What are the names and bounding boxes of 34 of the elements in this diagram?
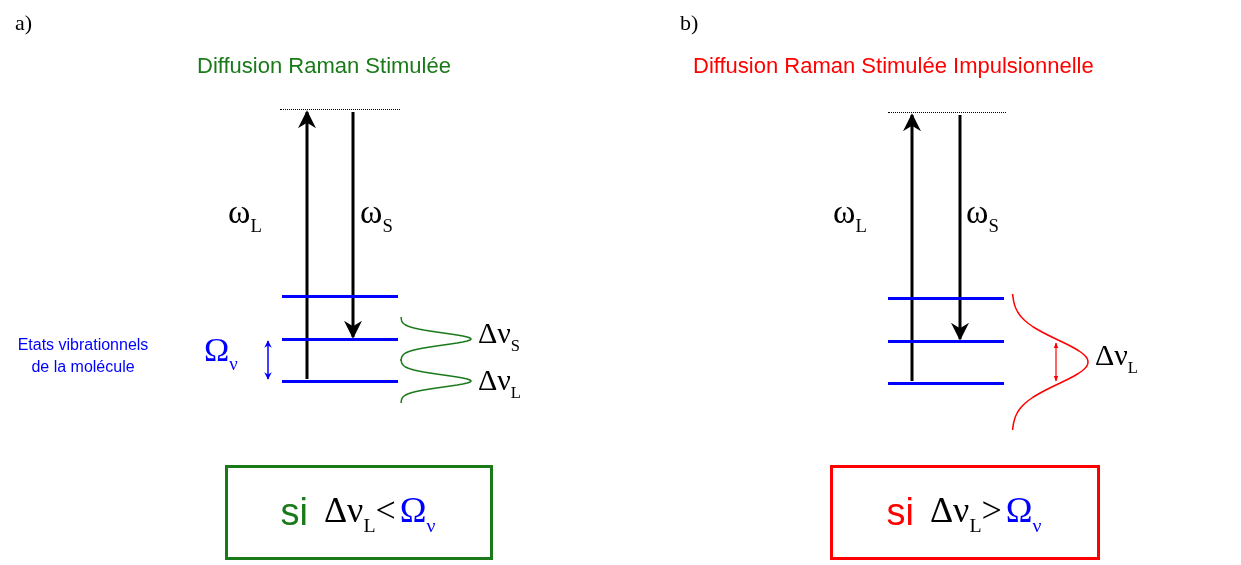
energy-level-line (888, 296, 1004, 300)
symbol-label: Δν$_{L}$ (478, 365, 521, 402)
condition-formula: Ω$_{ν}$ (399, 488, 436, 537)
virtual-level-line (280, 109, 400, 110)
transition-arrow (298, 110, 316, 379)
edge-label: ω$_{L}$ (833, 195, 867, 237)
annotation-text: Etats vibrationnels de la molécule (16, 335, 150, 378)
energy-level-line (282, 294, 398, 298)
condition-box (830, 465, 1100, 560)
condition-box (225, 465, 493, 560)
condition-formula: Δν$_{L}$> (929, 488, 1002, 537)
energy-level-line (282, 379, 398, 383)
symbol-label: Δν$_{L}$ (1095, 340, 1138, 377)
panel-letter: a) (15, 12, 33, 34)
energy-level-line (282, 337, 398, 341)
edge-label: ω$_{S}$ (966, 195, 999, 237)
virtual-level-line (888, 112, 1006, 113)
condition-word: si (886, 491, 914, 534)
condition-formula: Ω$_{ν}$ (1005, 488, 1042, 537)
condition-formula: Δν$_{L}$< (323, 488, 396, 537)
symbol-label: Δν$_{S}$ (478, 318, 521, 355)
edge-label: ω$_{L}$ (228, 195, 262, 237)
transition-arrow (344, 112, 362, 339)
transition-arrow (903, 113, 921, 381)
energy-level-line (888, 381, 1004, 385)
edge-label: ω$_{S}$ (360, 195, 393, 237)
double-arrow (264, 340, 272, 380)
energy-level-line (888, 339, 1004, 343)
transition-arrow (951, 115, 969, 341)
panel-title: Diffusion Raman Stimulée Impulsionnelle (693, 55, 1094, 77)
edge-label: Ω$_{ν}$ (204, 333, 238, 375)
panel-letter: b) (680, 12, 699, 34)
panel-title: Diffusion Raman Stimulée (197, 55, 451, 77)
condition-word: si (280, 491, 308, 534)
